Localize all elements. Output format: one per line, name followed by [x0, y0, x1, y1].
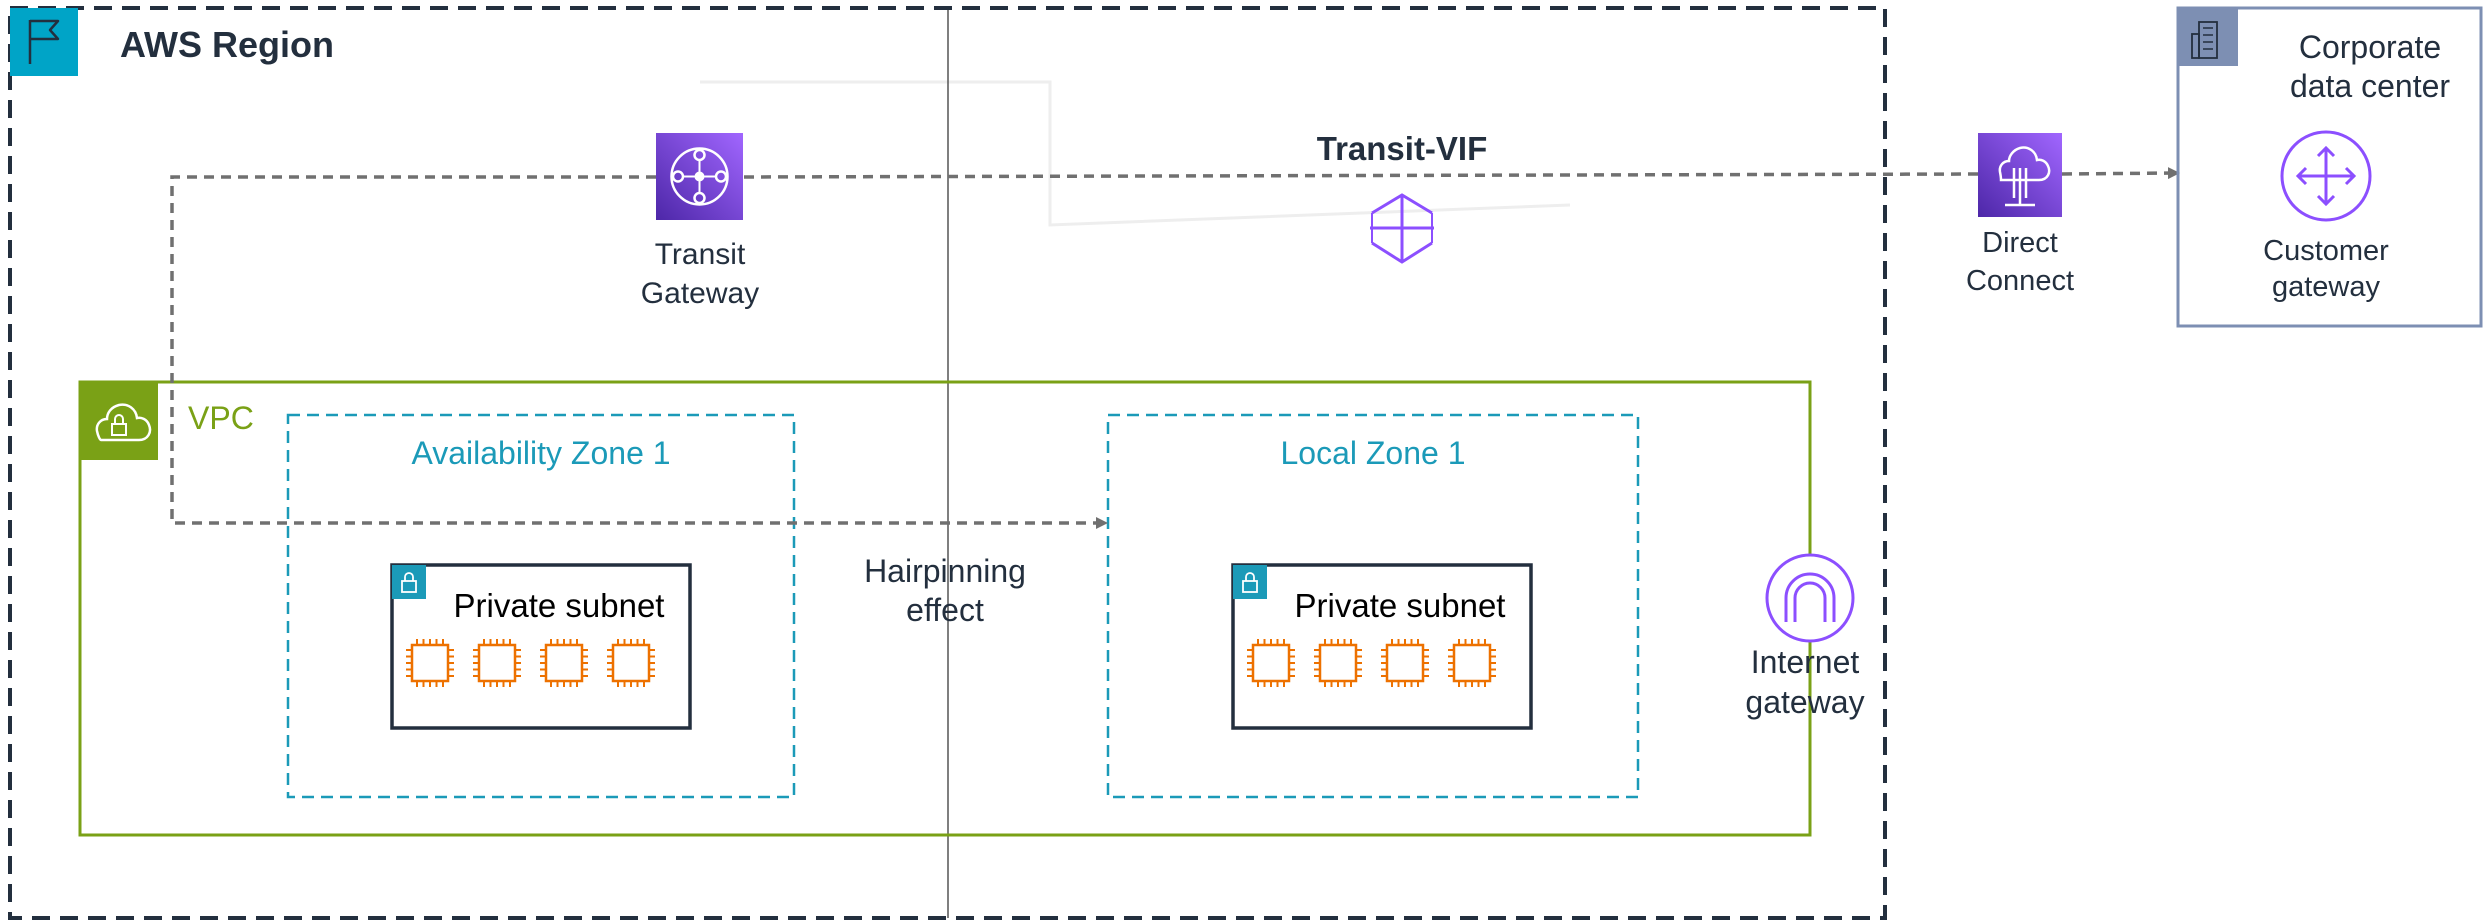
direct-connect-label: Direct Connect [1920, 225, 2120, 300]
internet-gateway-icon [1765, 548, 1855, 643]
transit-gateway-label: Transit Gateway [590, 235, 810, 313]
hairpinning-label-line2: effect [906, 592, 984, 629]
corporate-dc-boundary [2176, 6, 2483, 328]
flag-icon [10, 8, 78, 76]
customer-gateway-label-line2: gateway [2271, 271, 2380, 304]
vif-arrows-icon [1370, 193, 1434, 264]
private-subnet-title: Private subnet [1294, 587, 1506, 624]
instance-group [406, 639, 1496, 687]
internet-gateway-label-line1: Internet [1750, 644, 1860, 680]
ec2-instance-icon [473, 639, 521, 687]
hairpin-path-arrow [170, 175, 1108, 529]
tgw-to-dx-line [743, 172, 1979, 179]
customer-gateway-label-line1: Customer [2263, 235, 2389, 267]
cloud-lock-icon [80, 382, 158, 460]
corporate-dc-title: Corporate data center [2250, 28, 2490, 106]
direct-connect-label-line1: Direct [1982, 227, 2058, 259]
ec2-instance-icon [607, 639, 655, 687]
internet-gateway-label-line2: gateway [1745, 684, 1865, 720]
internet-gateway-label: Internet gateway [1705, 642, 1905, 722]
private-subnet-title: Private subnet [453, 587, 665, 624]
dx-to-corp-arrow [2061, 167, 2180, 180]
transit-gateway-label-line2: Gateway [640, 277, 760, 310]
corporate-dc-title-line1: Corporate [2298, 29, 2442, 65]
ec2-instance-icon [1381, 639, 1429, 687]
hairpinning-label-line1: Hairpinning [864, 553, 1026, 589]
ec2-instance-icon [1314, 639, 1362, 687]
availability-zone-title: Availability Zone 1 [411, 435, 671, 471]
ec2-instance-icon [406, 639, 454, 687]
transit-vif-label: Transit-VIF [1316, 130, 1488, 167]
customer-gateway-icon [2280, 130, 2372, 222]
ec2-instance-icon [1247, 639, 1295, 687]
availability-zone-boundary [286, 413, 796, 799]
hairpinning-effect-label: Hairpinning effect [820, 552, 1070, 630]
transit-gateway-icon [656, 133, 743, 220]
building-icon [2178, 8, 2238, 66]
customer-gateway-label: Customer gateway [2216, 233, 2436, 306]
ec2-instance-icon [540, 639, 588, 687]
corporate-dc-title-line2: data center [2289, 68, 2451, 105]
direct-connect-label-line2: Connect [1965, 264, 2074, 297]
transit-gateway-label-line1: Transit [654, 238, 746, 271]
vpc-title: VPC [188, 400, 254, 436]
local-zone-title: Local Zone 1 [1280, 435, 1466, 471]
lock-icon [1233, 565, 1267, 599]
aws-region-boundary [8, 6, 1887, 920]
aws-region-title: AWS Region [120, 24, 334, 65]
private-subnet-1 [390, 563, 692, 730]
faint-background-lines [700, 80, 1571, 227]
ec2-instance-icon [1448, 639, 1496, 687]
private-subnet-2 [1231, 563, 1533, 730]
direct-connect-icon [1978, 133, 2062, 217]
lock-icon [392, 565, 426, 599]
